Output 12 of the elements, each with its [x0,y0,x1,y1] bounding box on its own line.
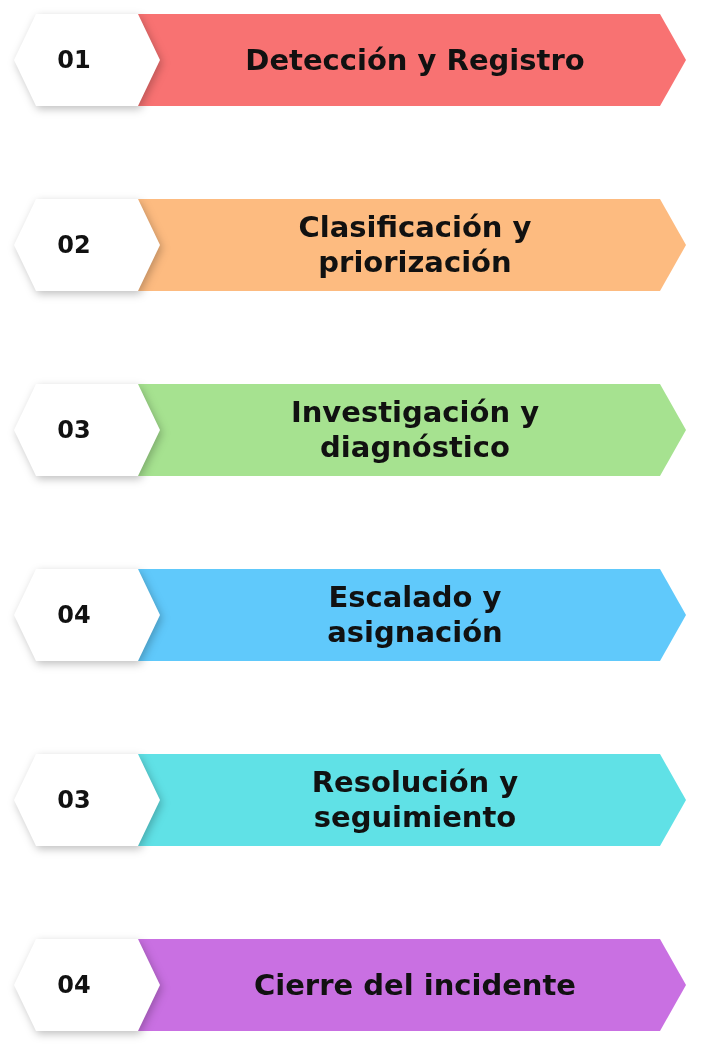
step-title: Resolución y seguimiento [310,765,520,835]
step-number: 04 [56,600,92,630]
step-number: 03 [56,415,92,445]
step-title: Detección y Registro [244,42,586,78]
step-title: Investigación y diagnóstico [289,395,541,465]
step-title: Escalado y asignación [326,580,504,650]
step-title: Clasificación y priorización [297,210,533,280]
step-number: 02 [56,230,92,260]
step-number: 04 [56,970,92,1000]
step-number: 01 [56,45,92,75]
step-title: Cierre del incidente [252,967,577,1003]
step-number: 03 [56,785,92,815]
